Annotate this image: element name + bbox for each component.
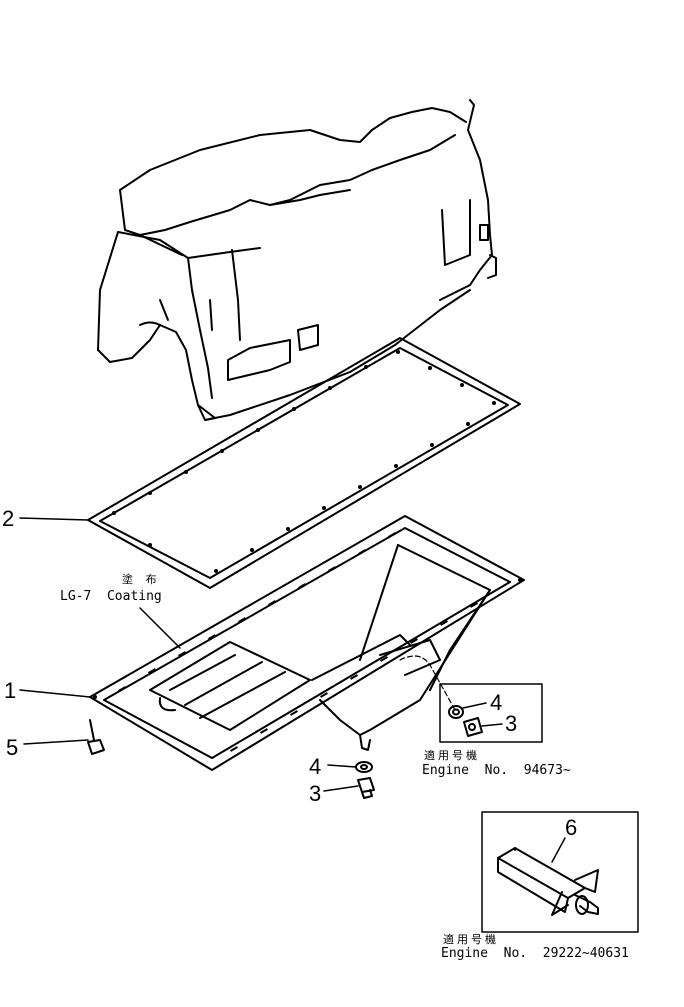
applicability-2-serial: 29222~40631: [542, 946, 629, 961]
leader-tool: [551, 837, 566, 863]
inset-1-pointer: [399, 655, 456, 711]
washer-lower: [355, 761, 373, 773]
applicability-1-en: Engine No. 94673~: [422, 764, 571, 777]
oil-pan: [89, 515, 525, 771]
callout-2: 2: [2, 506, 15, 531]
applicability-2-abbr: No.: [503, 946, 528, 961]
leader-plug-lower: [323, 785, 359, 792]
callout-5: 5: [6, 735, 19, 760]
leader-gasket: [19, 517, 89, 521]
leader-plug-inset: [481, 723, 503, 727]
applicability-1-jp: 適用号機: [424, 749, 480, 762]
applicability-1-serial: 94673~: [523, 763, 571, 778]
applicability-2-jp: 適用号機: [443, 933, 499, 946]
coating-note-en: LG-7 Coating: [60, 590, 162, 603]
washer-inset: [448, 705, 464, 719]
callout-3-lower: 3: [309, 781, 322, 806]
coating-material: LG-7: [60, 589, 92, 604]
applicability-1-label: Engine: [422, 763, 469, 778]
leader-coating: [139, 607, 181, 649]
applicability-2-en: Engine No. 29222~40631: [441, 947, 629, 960]
applicability-2-label: Engine: [441, 946, 488, 961]
coating-note-jp: 塗 布: [122, 573, 160, 586]
callout-6: 6: [565, 815, 578, 840]
applicability-1-abbr: No.: [484, 763, 509, 778]
callout-3-inset: 3: [505, 711, 518, 736]
leader-oil-pan: [19, 689, 91, 698]
leader-washer-lower: [327, 764, 357, 768]
inset-box-2: [481, 811, 639, 933]
callout-4-inset: 4: [490, 690, 503, 715]
plug-inset: [463, 717, 483, 737]
oil-pan-gasket: [87, 337, 521, 589]
callout-4-lower: 4: [309, 754, 322, 779]
coating-word: Coating: [106, 589, 162, 604]
inset-box-1: [439, 683, 543, 743]
bolt-5: [87, 719, 105, 755]
callout-1: 1: [4, 678, 17, 703]
plug-lower: [357, 777, 375, 799]
leader-washer-inset: [462, 702, 487, 709]
tool-6: [497, 847, 599, 916]
engine-block: [97, 99, 497, 421]
leader-bolt: [23, 739, 89, 745]
